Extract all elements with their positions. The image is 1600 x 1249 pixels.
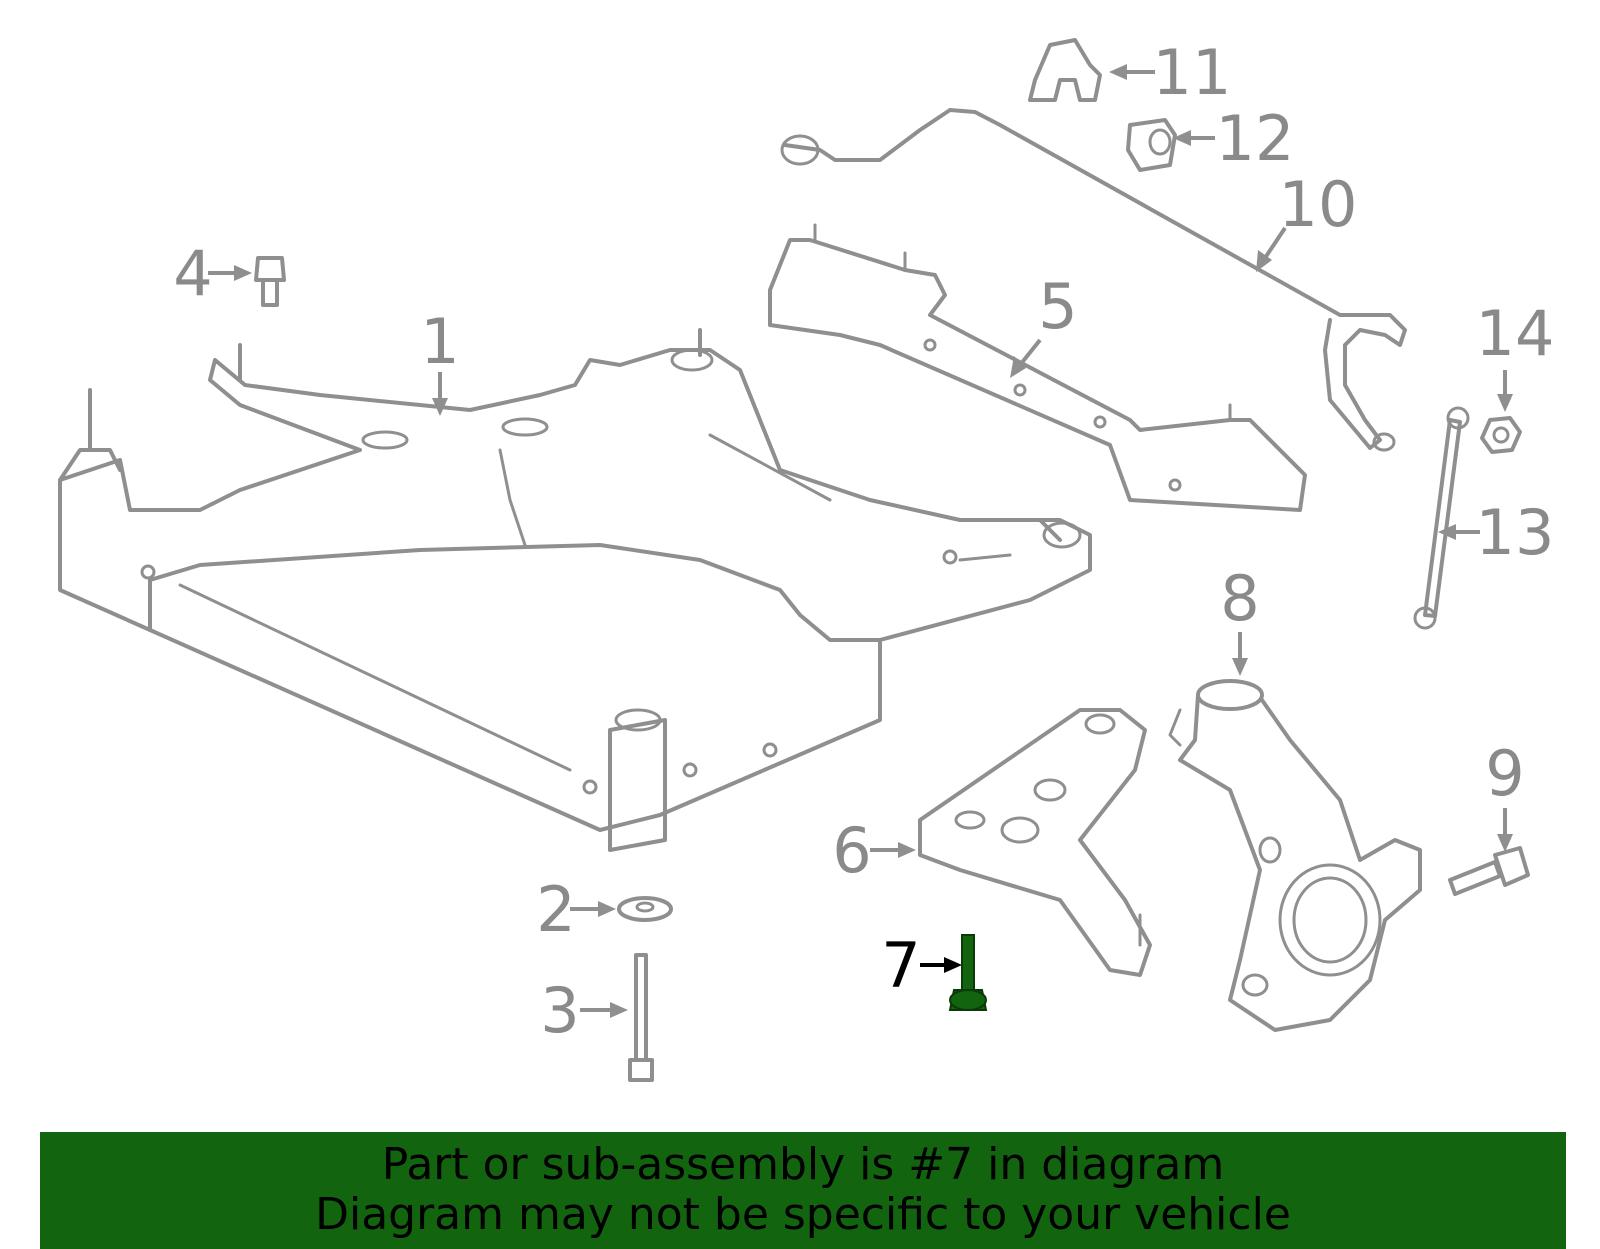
callout-6: 6 xyxy=(832,814,871,887)
part-10-stabilizer-bar xyxy=(780,108,1407,452)
part-3-bolt xyxy=(628,953,654,1082)
part-11-bracket xyxy=(1028,38,1102,102)
part-14-nut xyxy=(1480,416,1522,454)
callout-14: 14 xyxy=(1476,297,1555,370)
part-7-bolt xyxy=(948,934,988,1011)
callout-5: 5 xyxy=(1038,270,1077,343)
leader-arrows xyxy=(208,64,1513,1018)
part-6-control-arm xyxy=(918,708,1152,977)
part-12-bushing xyxy=(1126,118,1177,172)
info-banner: Part or sub-assembly is #7 in diagram Di… xyxy=(40,1132,1566,1249)
part-5-brace xyxy=(768,223,1307,512)
callout-1: 1 xyxy=(420,305,459,378)
part-2-washer xyxy=(617,896,673,922)
part-13-link xyxy=(1413,406,1470,630)
callout-4: 4 xyxy=(173,237,212,310)
callout-7: 7 xyxy=(881,929,920,1002)
callout-9: 9 xyxy=(1485,737,1524,810)
callout-13: 13 xyxy=(1476,496,1555,569)
callout-2: 2 xyxy=(536,873,575,946)
callout-8: 8 xyxy=(1220,562,1259,635)
part-4-bolt xyxy=(254,256,286,307)
part-9-bolt xyxy=(1448,846,1530,896)
callout-12: 12 xyxy=(1216,102,1295,175)
part-8-knuckle xyxy=(1168,679,1422,1032)
banner-line-1: Part or sub-assembly is #7 in diagram xyxy=(381,1139,1225,1190)
callout-3: 3 xyxy=(540,974,579,1047)
callout-11: 11 xyxy=(1153,36,1232,109)
callout-10: 10 xyxy=(1279,168,1358,241)
part-1-crossmember xyxy=(58,328,1092,852)
banner-line-2: Diagram may not be specific to your vehi… xyxy=(315,1189,1291,1240)
